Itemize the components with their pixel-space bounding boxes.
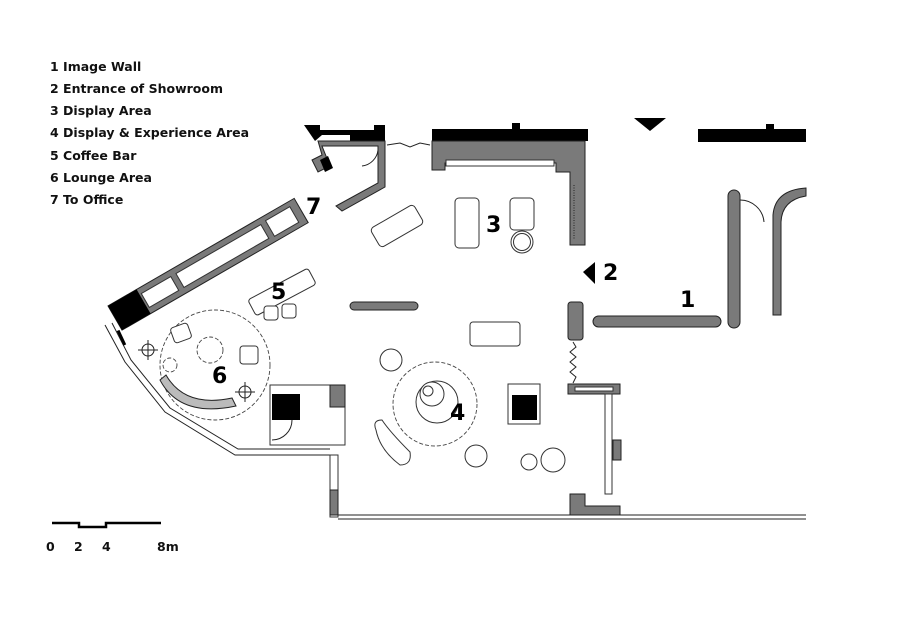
scale-bar-line xyxy=(52,521,161,529)
facade-inner xyxy=(111,322,330,450)
right-partition xyxy=(604,393,613,495)
marker-experience-area: 4 xyxy=(450,401,465,426)
perimeter xyxy=(104,322,806,520)
image-wall-return xyxy=(727,189,741,329)
curved-wall xyxy=(772,187,807,316)
west-wall-lower xyxy=(329,454,339,518)
curved-sofa xyxy=(159,374,237,410)
wall-office-top xyxy=(304,125,385,141)
column xyxy=(116,329,127,346)
bar-column xyxy=(107,289,151,331)
image-wall xyxy=(592,315,722,328)
experience-rug xyxy=(392,361,478,447)
rug-outline xyxy=(159,309,271,421)
bar-cabinet-long xyxy=(175,223,270,289)
marker-entrance: 2 xyxy=(603,261,618,286)
bar-cabinet xyxy=(140,275,180,309)
door-swing-icon xyxy=(739,199,765,223)
exterior-walls xyxy=(304,118,806,148)
floor-lamp-icon xyxy=(138,340,158,360)
wall-slot xyxy=(574,386,614,392)
wall-top-right xyxy=(698,124,806,142)
back-room-fill xyxy=(272,394,300,420)
column-gray xyxy=(329,489,339,516)
display-plinth xyxy=(509,197,535,231)
display-rail xyxy=(349,301,419,311)
marker-display-area: 3 xyxy=(486,213,501,238)
scale-label-8m: 8m xyxy=(157,539,179,554)
bar-stool xyxy=(281,303,297,319)
plan-markers: 1 2 3 4 5 6 7 xyxy=(212,195,695,426)
marker-coffee-bar: 5 xyxy=(271,280,286,305)
office-room xyxy=(311,140,386,212)
scale-label-4: 4 xyxy=(102,539,111,554)
entry-arrow-top xyxy=(634,118,666,131)
office-stair xyxy=(320,156,333,172)
scale-label-2: 2 xyxy=(74,539,83,554)
shelf-ledge xyxy=(445,159,555,167)
legend-item-entrance: 2 Entrance of Showroom xyxy=(50,81,223,96)
scale-label-0: 0 xyxy=(46,539,55,554)
column-gray xyxy=(329,384,346,408)
marker-image-wall: 1 xyxy=(680,288,695,313)
display-cabinet-fill xyxy=(512,395,537,420)
side-table-small xyxy=(520,453,538,471)
lounge-area xyxy=(138,309,271,421)
legend: 1 Image Wall 2 Entrance of Showroom 3 Di… xyxy=(50,59,249,207)
corner-wall xyxy=(569,493,621,516)
marker-to-office: 7 xyxy=(306,195,321,220)
entrance-arrow-icon xyxy=(583,262,595,284)
legend-item-coffee-bar: 5 Coffee Bar xyxy=(50,148,137,163)
right-niche xyxy=(612,439,622,461)
experience-area xyxy=(349,301,566,473)
curtain-right xyxy=(569,341,577,384)
armchair xyxy=(239,345,259,365)
curved-bench xyxy=(374,419,411,466)
coffee-table xyxy=(248,268,316,316)
floor-lamp-icon xyxy=(235,382,255,402)
bench xyxy=(370,204,424,248)
display-table xyxy=(454,197,480,249)
facade-outer xyxy=(104,324,330,456)
wall-top-middle xyxy=(432,123,588,141)
entrance-pillar xyxy=(567,301,584,341)
side-table xyxy=(540,447,566,473)
small-table xyxy=(162,357,178,373)
door-swing-icon xyxy=(361,149,379,167)
legend-item-to-office: 7 To Office xyxy=(50,192,123,207)
door-swing-icon xyxy=(271,419,293,441)
coffee-bar xyxy=(107,197,316,331)
display-shelving xyxy=(370,140,586,254)
entrance-walls xyxy=(567,187,807,516)
legend-item-experience-area: 4 Display & Experience Area xyxy=(50,125,249,140)
round-stool-inner xyxy=(513,233,531,251)
marker-lounge-area: 6 xyxy=(212,364,227,389)
legend-item-lounge-area: 6 Lounge Area xyxy=(50,170,152,185)
round-podium-top xyxy=(422,385,434,397)
legend-item-display-area: 3 Display Area xyxy=(50,103,152,118)
office-walls xyxy=(311,140,386,212)
bar-stool xyxy=(263,305,279,321)
round-stool xyxy=(379,348,403,372)
bar-cabinet-end xyxy=(264,206,300,237)
legend-item-image-wall: 1 Image Wall xyxy=(50,59,141,74)
side-table xyxy=(196,336,224,364)
armchair xyxy=(170,322,192,344)
display-table xyxy=(469,321,521,347)
curtain-top xyxy=(386,142,431,148)
round-stool xyxy=(464,444,488,468)
scale-bar: 0 2 4 8m xyxy=(46,521,179,554)
